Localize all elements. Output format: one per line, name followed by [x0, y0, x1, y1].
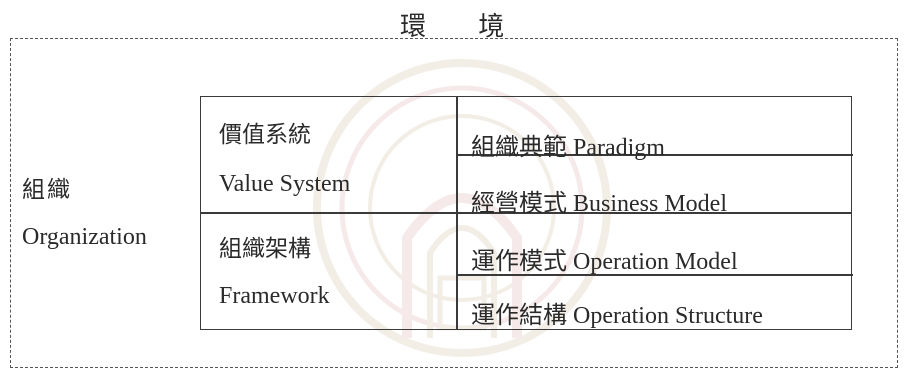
row-divider-right-bottom: [456, 274, 853, 276]
organization-label-zh: 組織: [22, 177, 72, 203]
row-divider-middle: [201, 212, 851, 214]
operation-structure-cell: 運作結構 Operation Structure: [471, 303, 763, 329]
paradigm-cell: 組織典範 Paradigm: [471, 135, 665, 161]
framework-label-en: Framework: [219, 283, 330, 309]
value-system-label-zh: 價值系統: [219, 122, 311, 148]
value-system-label-en: Value System: [219, 171, 351, 197]
environment-title: 環 境: [400, 12, 527, 42]
framework-label-zh: 組織架構: [219, 236, 311, 262]
business-model-cell: 經營模式 Business Model: [471, 191, 728, 217]
operation-model-cell: 運作模式 Operation Model: [471, 249, 738, 275]
environment-boundary: [10, 38, 898, 368]
organization-label-en: Organization: [22, 224, 147, 250]
row-divider-right-top: [456, 154, 853, 156]
organization-structure-table: 價值系統 Value System 組織架構 Framework 組織典範 Pa…: [200, 96, 853, 330]
